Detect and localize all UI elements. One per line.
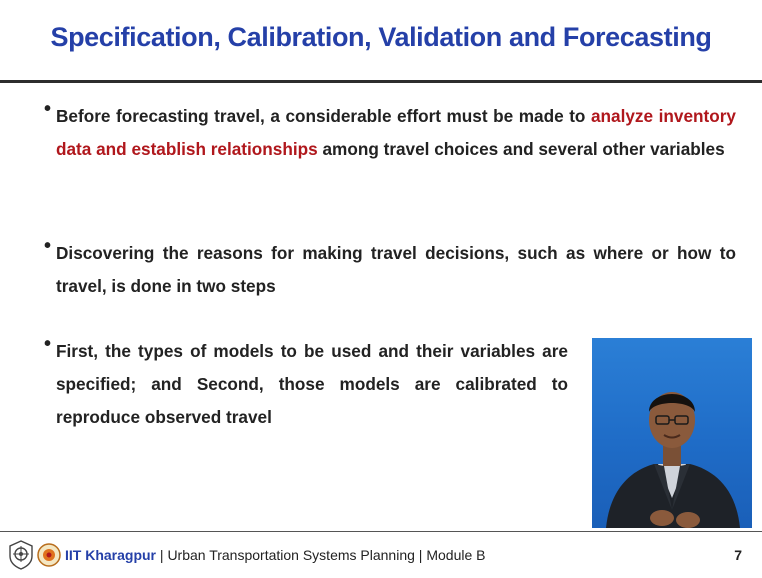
footer-module: Module B <box>426 547 486 563</box>
bullet-3-text: First, the types of models to be used an… <box>56 341 568 427</box>
bullet-dot-icon: • <box>44 235 52 257</box>
footer-divider <box>0 531 762 532</box>
presenter-video <box>592 338 752 528</box>
nptel-emblem-icon <box>37 543 61 567</box>
footer-institution: IIT Kharagpur <box>65 547 157 563</box>
footer-course: Urban Transportation Systems Planning <box>167 547 415 563</box>
footer-separator: | <box>414 547 427 563</box>
bullet-1-highlight: analyze inventory data and establish rel… <box>56 106 736 159</box>
title-divider <box>0 80 762 83</box>
bullet-1: •Before forecasting travel, a considerab… <box>44 98 736 166</box>
bullet-3: •First, the types of models to be used a… <box>44 333 568 434</box>
presenter-figure <box>606 392 740 528</box>
footer-text: IIT Kharagpur | Urban Transportation Sys… <box>65 547 485 563</box>
bullet-dot-icon: • <box>44 333 52 355</box>
bullet-2: •Discovering the reasons for making trav… <box>44 235 736 303</box>
bullet-dot-icon: • <box>44 98 52 120</box>
slide-title: Specification, Calibration, Validation a… <box>50 22 712 52</box>
page-number: 7 <box>734 547 742 563</box>
slide-footer: IIT Kharagpur | Urban Transportation Sys… <box>0 536 762 578</box>
footer-separator: | <box>156 547 168 563</box>
bullet-1-text-before: Before forecasting travel, a considerabl… <box>56 106 591 126</box>
iit-kharagpur-emblem-icon <box>9 540 33 570</box>
bullet-2-text: Discovering the reasons for making trave… <box>56 243 736 296</box>
bullet-1-text-after: among travel choices and several other v… <box>317 139 725 159</box>
